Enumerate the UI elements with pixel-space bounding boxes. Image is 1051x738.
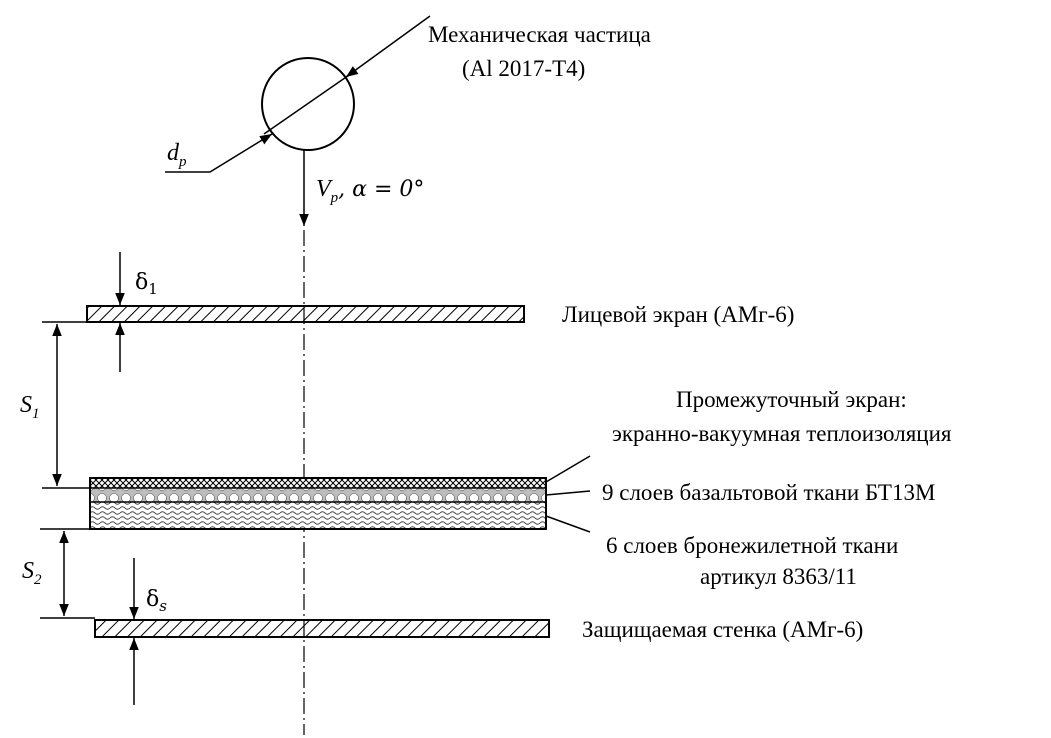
layer-armor-label-line1: 6 слоев бронежилетной ткани <box>606 533 898 558</box>
protected-wall: Защищаемая стенка (АМг-6) δs <box>94 558 863 705</box>
intermediate-screen: Промежуточный экран: экранно-вакуумная т… <box>89 387 952 589</box>
intermediate-title-line2: экранно-вакуумная теплоизоляция <box>612 421 952 446</box>
velocity-label: Vp, α = 0° <box>316 176 424 206</box>
particle: dp Vp, α = 0° Механическая частица (Al 2… <box>165 15 651 226</box>
particle-diameter-arrow-upper <box>345 15 431 78</box>
layer-armor-label-line2: артикул 8363/11 <box>700 564 857 589</box>
gap-s1: S1 <box>20 321 90 489</box>
particle-diameter-leader <box>165 133 273 173</box>
gap-s2-label: S2 <box>22 558 42 588</box>
layer-basalt-label: 9 слоев базальтовой ткани БТ13М <box>602 480 935 505</box>
leader-mli <box>545 455 591 483</box>
particle-title-line1: Механическая частица <box>428 22 651 47</box>
layer-armor-fabric <box>90 502 546 529</box>
layer-mli <box>90 478 546 488</box>
protected-wall-label: Защищаемая стенка (АМг-6) <box>582 617 863 642</box>
particle-diameter-line <box>263 72 353 135</box>
particle-title-line2: (Al 2017-T4) <box>462 56 585 81</box>
front-screen: Лицевой экран (АМг-6) δ1 <box>86 252 794 372</box>
front-screen-plate <box>86 305 525 323</box>
gap-s2: S2 <box>22 528 95 619</box>
particle-circle <box>261 57 355 151</box>
layer-basalt <box>90 488 546 502</box>
front-thickness-label: δ1 <box>135 270 158 298</box>
leader-armor <box>545 515 591 533</box>
intermediate-screen-outline <box>89 477 547 530</box>
intermediate-title-line1: Промежуточный экран: <box>676 387 907 412</box>
gap-s1-label: S1 <box>20 392 40 422</box>
protected-wall-plate <box>94 619 550 638</box>
leader-basalt <box>545 490 591 496</box>
front-screen-label: Лицевой экран (АМг-6) <box>562 302 794 327</box>
wall-thickness-label: δs <box>146 587 167 615</box>
particle-diameter-label: dp <box>167 140 187 170</box>
